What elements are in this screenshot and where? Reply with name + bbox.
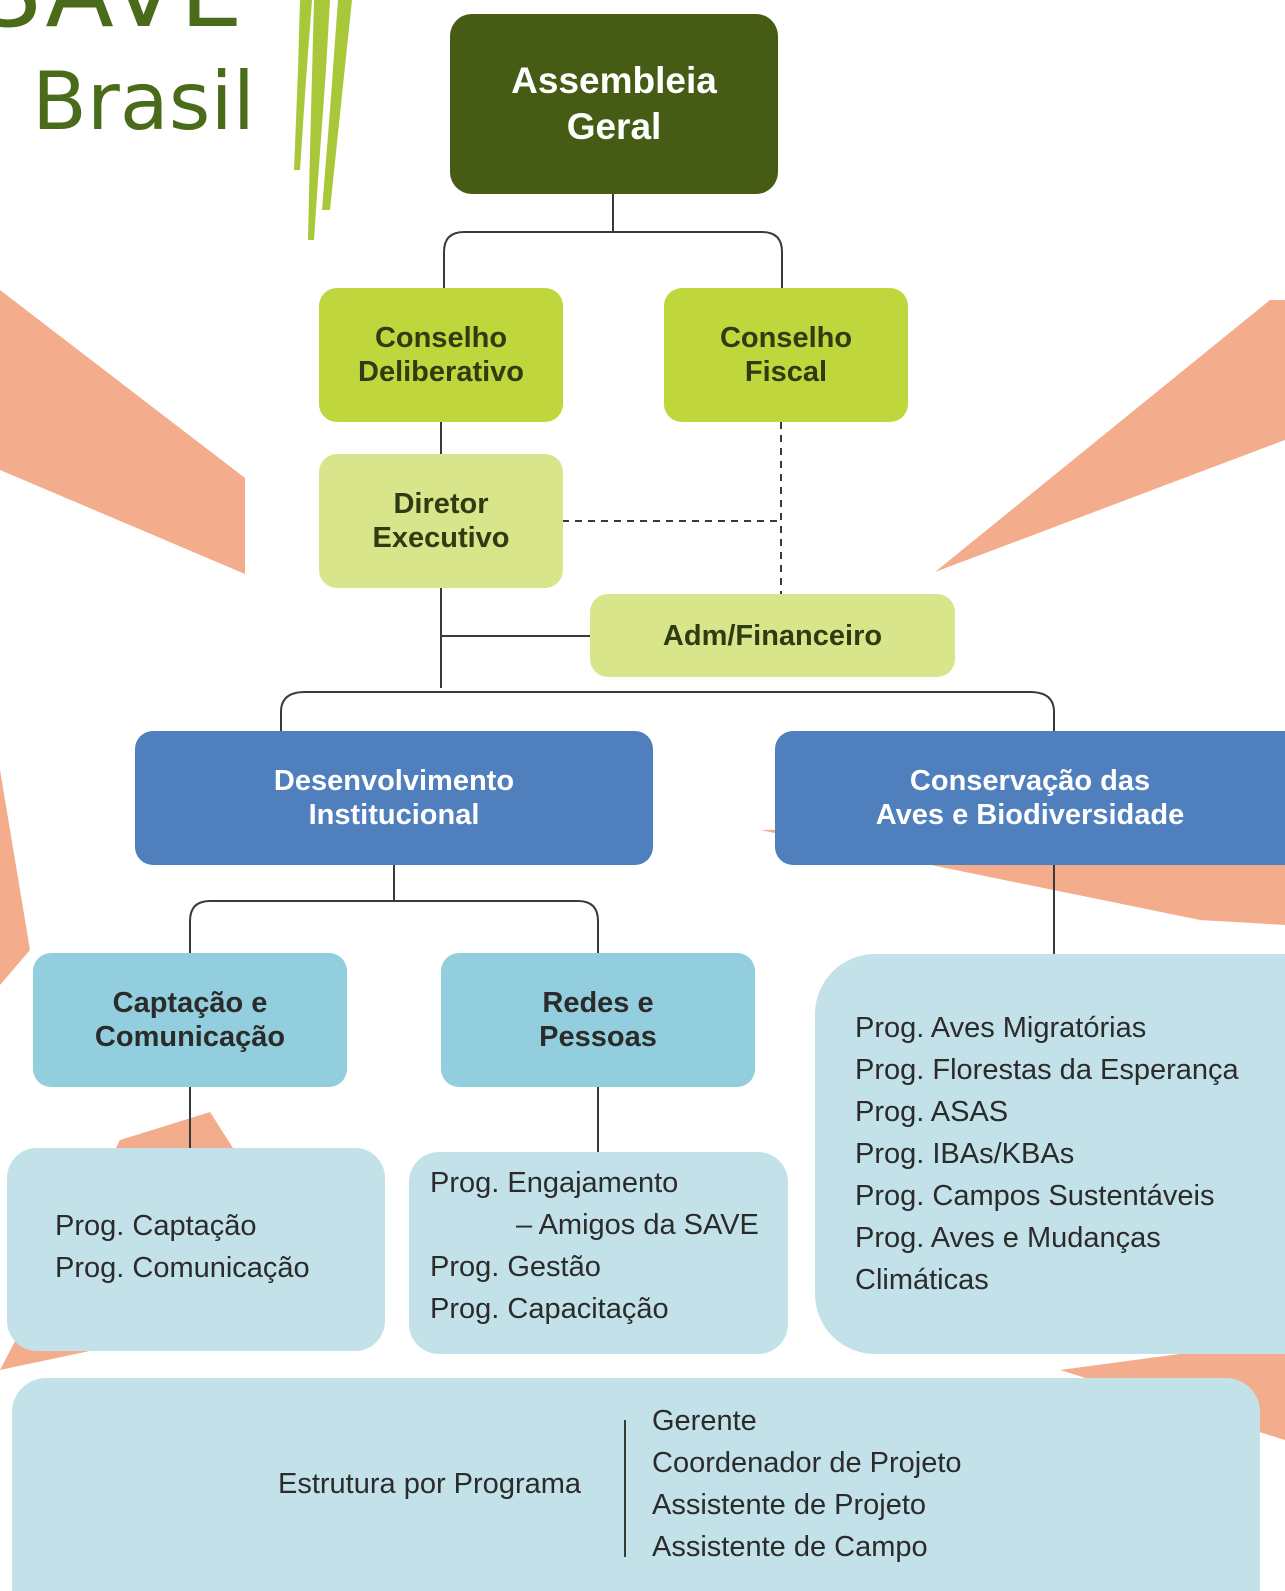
program-item: Prog. Captação <box>55 1210 257 1242</box>
node-assembleia-geral: Assembleia Geral <box>450 14 778 194</box>
program-item: Prog. Gestão <box>430 1251 601 1283</box>
role-item: Assistente de Projeto <box>652 1489 927 1521</box>
node-label: Pessoas <box>539 1021 657 1053</box>
node-label: Comunicação <box>94 1021 286 1053</box>
node-label: Conselho <box>374 322 508 354</box>
node-desenvolvimento-institucional: Desenvolvimento Institucional <box>135 731 653 865</box>
role-item: Gerente <box>652 1405 757 1437</box>
program-item: Prog. IBAs/KBAs <box>855 1138 1075 1170</box>
node-label: Assembleia <box>511 60 717 101</box>
node-diretor-executivo: Diretor Executivo <box>319 454 563 588</box>
logo-brasil-text: Brasil <box>32 55 255 148</box>
leaf-icon <box>294 0 352 240</box>
node-label: Executivo <box>372 522 510 554</box>
line-main-branch <box>280 691 1055 732</box>
salmon-shape-right-top <box>935 300 1285 572</box>
node-label: Deliberativo <box>358 356 524 388</box>
line-desenv-branch <box>189 900 599 955</box>
node-label: Captação e <box>112 987 268 1019</box>
program-item: Prog. Aves Migratórias <box>855 1012 1147 1044</box>
role-item: Assistente de Campo <box>652 1531 928 1563</box>
program-item: Prog. Aves e Mudanças <box>855 1222 1161 1254</box>
line-assembleia-branch <box>443 231 783 290</box>
estrutura-label: Estrutura por Programa <box>278 1468 582 1500</box>
program-item: Prog. Florestas da Esperança <box>855 1054 1239 1086</box>
logo-save-text: SAVE <box>0 0 245 42</box>
estrutura-roles: Gerente Coordenador de Projeto Assistent… <box>652 1400 962 1568</box>
program-item: Prog. Campos Sustentáveis <box>855 1180 1215 1212</box>
node-label: Redes e <box>542 987 654 1019</box>
node-conselho-fiscal: Conselho Fiscal <box>664 288 908 422</box>
salmon-shape-left-mid <box>0 770 30 985</box>
node-label: Conselho <box>719 322 853 354</box>
node-label: Institucional <box>308 799 480 831</box>
program-item: Climáticas <box>855 1264 989 1296</box>
node-conservacao-aves: Conservação das Aves e Biodiversidade <box>775 731 1285 865</box>
node-label: Desenvolvimento <box>273 765 515 797</box>
node-adm-financeiro: Adm/Financeiro <box>590 594 955 677</box>
node-conselho-deliberativo: Conselho Deliberativo <box>319 288 563 422</box>
node-label: Conservação das <box>909 765 1151 797</box>
panel-programas-conservacao: Prog. Aves Migratórias Prog. Florestas d… <box>815 954 1285 1354</box>
program-item: – Amigos da SAVE <box>516 1209 759 1241</box>
node-label: Geral <box>566 106 662 147</box>
node-label: Fiscal <box>744 356 828 388</box>
salmon-shape-left-top <box>0 290 245 574</box>
node-label: Aves e Biodiversidade <box>875 799 1185 831</box>
program-item: Prog. Engajamento <box>430 1167 679 1199</box>
node-label: Diretor <box>393 488 489 520</box>
panel-programas-redes: Prog. Engajamento – Amigos da SAVE Prog.… <box>409 1152 788 1354</box>
program-item: Prog. Capacitação <box>430 1293 669 1325</box>
program-item: Prog. ASAS <box>855 1096 1009 1128</box>
role-item: Coordenador de Projeto <box>652 1447 962 1479</box>
node-captacao-comunicacao: Captação e Comunicação <box>33 953 347 1087</box>
program-item: Prog. Comunicação <box>55 1252 310 1284</box>
panel-programas-captacao: Prog. Captação Prog. Comunicação <box>7 1148 385 1351</box>
node-redes-pessoas: Redes e Pessoas <box>441 953 755 1087</box>
node-label: Adm/Financeiro <box>662 619 883 652</box>
panel-estrutura-programa: Estrutura por Programa Gerente Coordenad… <box>12 1378 1260 1591</box>
